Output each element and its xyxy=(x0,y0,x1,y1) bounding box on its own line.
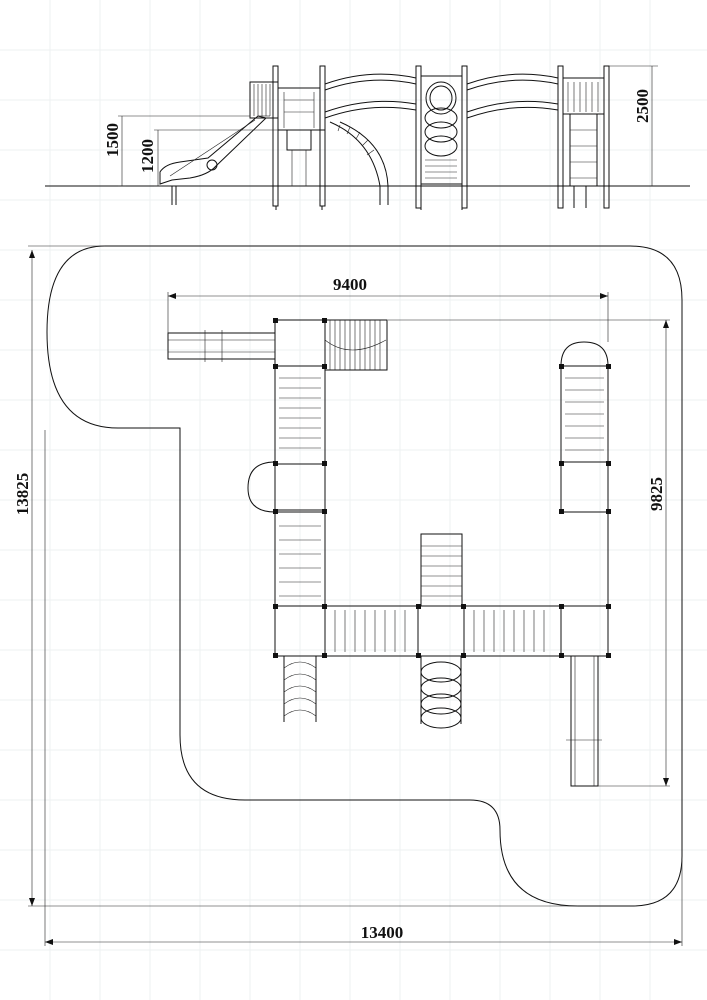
elevation-tower-left xyxy=(249,65,326,210)
dim-structure-depth: 9825 xyxy=(647,477,666,511)
elevation-bridge-left xyxy=(324,73,417,205)
dim-structure-width: 9400 xyxy=(333,275,367,294)
dim-height-1500: 1500 xyxy=(103,123,122,157)
plan-ladder-left xyxy=(283,656,317,722)
plan-posts xyxy=(273,318,611,658)
dim-height-2500: 2500 xyxy=(633,89,652,123)
elevation-bridge-right xyxy=(466,73,559,119)
elevation-dimensions xyxy=(118,65,658,187)
dim-overall-width: 13400 xyxy=(361,923,404,942)
elevation-tower-center xyxy=(415,65,468,210)
plan-tube-center xyxy=(420,656,462,729)
plan-dimensions xyxy=(28,245,683,946)
plan-view: 9400 9825 13825 13400 xyxy=(13,245,683,946)
dim-overall-depth: 13825 xyxy=(13,473,32,516)
safety-zone-outline xyxy=(46,245,683,907)
elevation-slide xyxy=(159,115,270,205)
elevation-tower-right xyxy=(557,65,610,209)
dim-height-1200: 1200 xyxy=(138,139,157,173)
elevation-view: 1500 1200 2500 xyxy=(45,65,690,210)
plan-structure xyxy=(167,318,611,787)
